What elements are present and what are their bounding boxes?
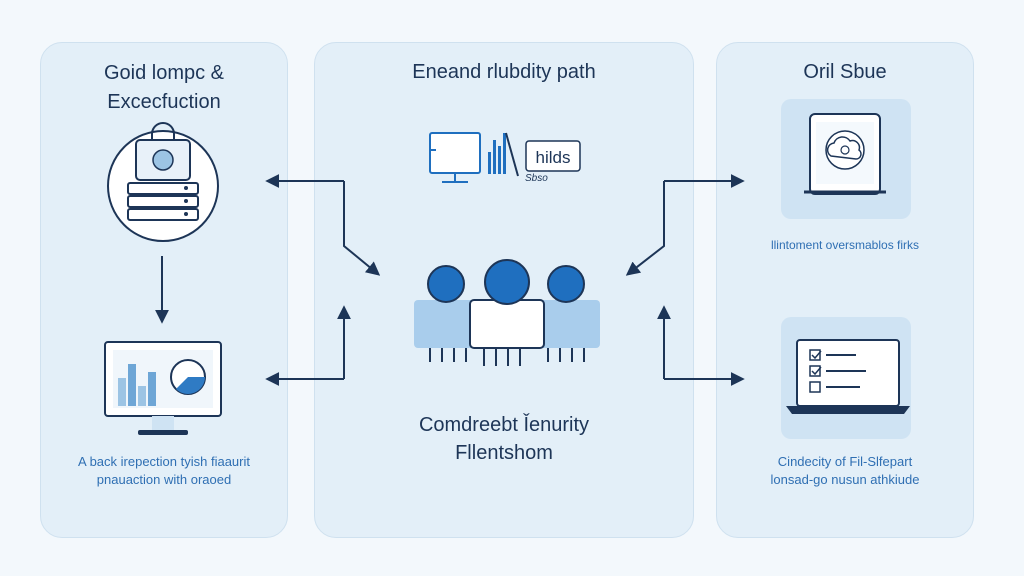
right-caption-line2: lonsad-go nusun athkiude: [770, 472, 920, 487]
person-left-head: [427, 265, 465, 303]
right-title: Oril Sbue: [803, 61, 887, 83]
left-title-line2: Excecfuction: [107, 91, 221, 113]
middle-caption-line1: Comdreebt Ǐenurity: [418, 414, 590, 436]
person-left-body: [414, 300, 486, 348]
checklist-laptop-icon: [786, 339, 910, 414]
person-center-body: [469, 299, 545, 349]
right-caption-top: llintoment oversmablos firks: [770, 238, 920, 252]
left-caption: A back irepection tyish fiaaurit pnauact…: [41, 453, 287, 489]
locked-database-icon: [107, 122, 219, 242]
right-caption-line1: Cindecity of Fil-Slfepart: [777, 454, 913, 469]
dashboard-monitor-icon: [429, 132, 519, 183]
left-caption-line2: pnauaction with oraoed: [96, 472, 232, 487]
connector-top-left-to-group: [343, 181, 381, 276]
person-center-head: [484, 259, 530, 305]
left-panel: Goid lompc & Excecfuction A back irepect…: [40, 42, 288, 538]
middle-caption-line2: Fllentshom: [455, 442, 553, 464]
people-group-icon: [414, 259, 600, 366]
person-right-head: [547, 265, 585, 303]
tablet-cloud-icon: [804, 113, 886, 195]
person-right-body: [528, 300, 600, 348]
right-caption: Cindecity of Fil-Slfepart lonsad-go nusu…: [717, 453, 973, 489]
left-caption-line1: A back irepection tyish fiaaurit: [78, 454, 250, 469]
hilds-label: hilds: [536, 148, 571, 167]
connector-top-right-to-group: [625, 181, 665, 276]
middle-caption: Comdreebt Ǐenurity Fllentshom: [315, 411, 693, 467]
left-title-line1: Goid lompc &: [103, 62, 225, 84]
left-panel-title: Goid lompc & Excecfuction: [41, 59, 287, 117]
middle-title: Eneand rlubdity path: [412, 61, 596, 83]
analytics-monitor-icon: [104, 341, 222, 435]
hilds-label-box: hilds Sbso: [525, 140, 581, 184]
scribble-text: Sbso: [525, 173, 548, 184]
